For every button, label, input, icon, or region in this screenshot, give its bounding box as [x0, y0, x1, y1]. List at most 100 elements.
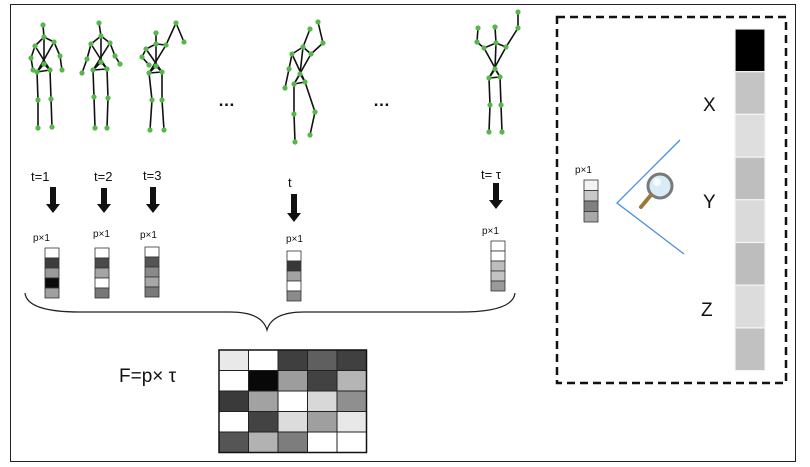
skeleton-joint	[487, 102, 493, 108]
time-label-2: t=2	[94, 169, 113, 184]
skeleton-joint	[88, 41, 94, 47]
skeleton-joint	[153, 41, 159, 47]
time-label-tau: t= τ	[481, 167, 501, 182]
vector-cell	[490, 240, 506, 252]
skeleton-joint	[79, 70, 85, 76]
vector-cell	[490, 250, 506, 262]
skeleton-joint	[474, 39, 480, 45]
vector-label-tau: p×1	[482, 226, 499, 237]
matrix-cell	[336, 411, 367, 433]
skeleton-bone	[310, 42, 324, 55]
skeleton-joint	[163, 42, 169, 48]
skeleton-joint	[90, 67, 96, 73]
matrix-label: F=p× τ	[119, 366, 177, 387]
vector-cell	[286, 250, 302, 262]
skeleton-joint	[486, 129, 492, 135]
skeleton-bone	[92, 69, 95, 98]
down-arrow-icon	[287, 194, 301, 222]
matrix-cell	[248, 411, 279, 433]
feature-vectors	[44, 240, 506, 302]
skeleton-joint	[149, 97, 155, 103]
skeleton-joint	[98, 33, 104, 39]
vector-cell	[286, 280, 302, 292]
skeleton-joint	[291, 111, 297, 117]
bar-segment	[734, 28, 766, 73]
skeleton-joint	[51, 39, 57, 45]
vector-cell	[44, 267, 60, 279]
vector-label-3: p×1	[140, 230, 157, 241]
matrix-cell	[248, 370, 279, 392]
matrix-cell	[277, 411, 308, 433]
skeleton-joint	[291, 81, 297, 87]
skeleton-joint	[282, 85, 288, 91]
skeleton-joint	[308, 51, 314, 57]
skeleton-joint	[499, 129, 505, 135]
skeleton-joint	[35, 97, 41, 103]
vector-cell	[144, 286, 160, 298]
ellipsis-1: …	[218, 91, 235, 110]
vector-cell	[144, 246, 160, 258]
vector-label-1: p×1	[33, 233, 50, 244]
skeleton-bone	[165, 22, 177, 46]
bar-segment	[734, 156, 766, 201]
matrix-cell	[277, 390, 308, 412]
vector-cell	[583, 179, 599, 191]
skeleton-bone	[36, 41, 55, 73]
outer-frame	[10, 4, 796, 462]
skeleton-joint	[300, 44, 306, 50]
skeleton-joint	[312, 109, 318, 115]
skeleton-bone	[145, 48, 163, 73]
skeleton-joint	[492, 24, 498, 30]
skeleton-figure	[28, 22, 65, 131]
skeleton-bone	[293, 113, 296, 143]
skeleton-bone	[34, 45, 51, 71]
skeleton-bone	[148, 44, 167, 74]
skeleton-joint	[492, 66, 498, 72]
skeleton-joint	[48, 96, 54, 102]
skeleton-bone	[175, 22, 185, 43]
skeleton-joint	[91, 94, 97, 100]
vector-cell	[490, 270, 506, 282]
skeleton-joint	[107, 40, 113, 46]
vector-cell	[286, 290, 302, 302]
skeleton-joint	[289, 51, 295, 57]
skeleton-bone	[505, 27, 519, 48]
skeleton-joint	[57, 53, 63, 59]
skeleton-bone	[499, 76, 502, 106]
skeleton-joint	[153, 63, 159, 69]
down-arrow-icon	[489, 183, 503, 209]
matrix-border	[218, 349, 368, 454]
vector-cell	[94, 267, 110, 279]
feature-vector	[286, 250, 302, 302]
skeleton-bone	[317, 21, 324, 44]
vector-cell	[144, 276, 160, 288]
matrix-cell	[277, 370, 308, 392]
down-arrow-icon	[46, 187, 60, 213]
feature-vector	[44, 247, 60, 299]
skeleton-joint	[286, 66, 292, 72]
feature-vector	[490, 240, 506, 292]
matrix-cell	[307, 349, 338, 371]
matrix-cell	[307, 390, 338, 412]
skeleton-joint	[159, 69, 165, 75]
skeleton-joint	[481, 45, 487, 51]
skeleton-joint	[40, 22, 46, 28]
vector-label-2: p×1	[93, 229, 110, 240]
skeleton-figure	[139, 20, 187, 133]
skeleton-bone	[488, 77, 491, 106]
skeleton-joint	[34, 69, 40, 75]
vector-label-t: p×1	[286, 234, 303, 245]
skeleton-joint	[159, 97, 165, 103]
inset-dashed-box	[555, 15, 788, 385]
matrix-cell	[248, 349, 279, 371]
skeleton-bone	[302, 28, 311, 48]
skeleton-joint	[143, 46, 149, 52]
matrix-cell	[307, 411, 338, 433]
skeleton-joint	[41, 34, 47, 40]
feature-vector	[144, 246, 160, 298]
vector-cell	[44, 247, 60, 259]
matrix-cell	[218, 370, 249, 392]
skeleton-joint	[302, 79, 308, 85]
feature-matrix	[218, 349, 368, 454]
